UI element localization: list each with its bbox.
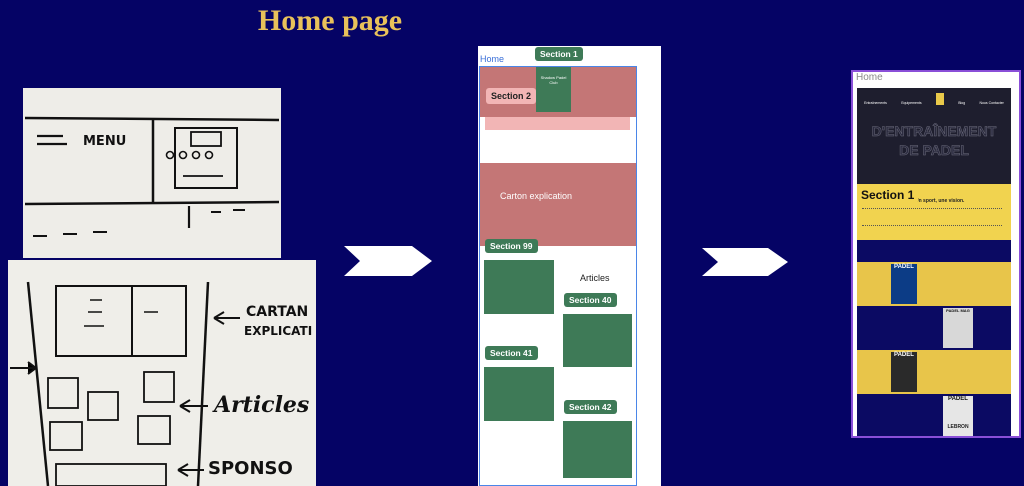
wireframe-article-card — [484, 367, 554, 421]
wireframe-logo-text: Shadow Padel Club — [536, 75, 571, 85]
wireframe-section-99-tag[interactable]: Section 99 — [485, 239, 538, 253]
mockup-nav-item[interactable]: Nous Contacter — [979, 101, 1003, 105]
mockup-article-row: PADEL — [857, 350, 1011, 394]
mockup-article-row: PADEL MAG — [857, 306, 1011, 350]
wireframe-section-1-tag[interactable]: Section 1 — [535, 47, 583, 61]
mockup-magazine-sub: LEBRON — [943, 424, 973, 430]
sketch-label-explication: EXPLICATI — [244, 324, 312, 338]
sketch-photo-bottom: CARTAN EXPLICATI Articles SPONSO — [8, 260, 316, 486]
mockup-nav-item[interactable]: Entraînements — [864, 101, 887, 105]
mockup-nav-item[interactable]: Equipements — [901, 101, 921, 105]
mockup-frame[interactable]: Entraînements Equipements Blog Nous Cont… — [851, 70, 1021, 438]
sketch-photo-top: MENU — [23, 88, 281, 258]
mockup-intro-lines — [862, 208, 1002, 226]
mockup-nav-item[interactable]: Blog — [958, 101, 965, 105]
sketch-menu-label: MENU — [83, 134, 126, 149]
mockup-section-1-tag[interactable]: Section 1 — [857, 186, 918, 204]
wireframe-carton-text: Carton explication — [500, 191, 572, 201]
mockup-home-label: Home — [856, 72, 883, 83]
wireframe-articles-label: Articles — [580, 273, 610, 283]
mockup-magazine-cover: PADEL — [891, 264, 917, 304]
mockup-tagline: Un sport, une vision. — [915, 198, 964, 204]
mockup-magazine-title: PADEL — [943, 396, 973, 402]
page-title: Home page — [0, 4, 660, 38]
mockup-nav-band — [857, 240, 1011, 262]
wireframe-section-41-tag[interactable]: Section 41 — [485, 346, 538, 360]
wireframe-section-2-tag[interactable]: Section 2 — [486, 88, 536, 104]
mockup-hero-text: D'ENTRAÎNEMENT DE PADEL — [867, 122, 1001, 160]
wireframe-article-card — [484, 260, 554, 314]
mockup-magazine-cover: PADEL LEBRON — [943, 396, 973, 436]
sketch-drawing-bottom — [8, 260, 316, 486]
wireframe-section-42-tag[interactable]: Section 42 — [564, 400, 617, 414]
mockup-magazine-cover: PADEL — [891, 352, 917, 392]
mockup-hero: Entraînements Equipements Blog Nous Cont… — [857, 88, 1011, 184]
mockup-article-row: PADEL LEBRON — [857, 394, 1011, 438]
wireframe-carton-block — [480, 163, 636, 246]
mockup-article-row: PADEL — [857, 262, 1011, 306]
chevron-arrow-icon — [344, 246, 432, 276]
mockup-magazine-cover: PADEL MAG — [943, 308, 973, 348]
wireframe-nav-strip — [485, 117, 630, 130]
wireframe-home-label: Home — [480, 54, 504, 64]
mockup-logo-icon — [936, 93, 944, 105]
sketch-label-sponso: SPONSO — [208, 458, 293, 479]
chevron-arrow-icon — [702, 248, 788, 276]
mockup-nav: Entraînements Equipements Blog Nous Cont… — [857, 101, 1011, 105]
wireframe-article-card — [563, 314, 632, 367]
sketch-label-cartan: CARTAN — [246, 304, 308, 320]
sketch-drawing-top — [23, 88, 281, 258]
wireframe-logo-box: Shadow Padel Club — [536, 67, 571, 112]
sketch-label-articles: Articles — [214, 392, 309, 418]
wireframe-article-card — [563, 421, 632, 478]
wireframe-section-40-tag[interactable]: Section 40 — [564, 293, 617, 307]
